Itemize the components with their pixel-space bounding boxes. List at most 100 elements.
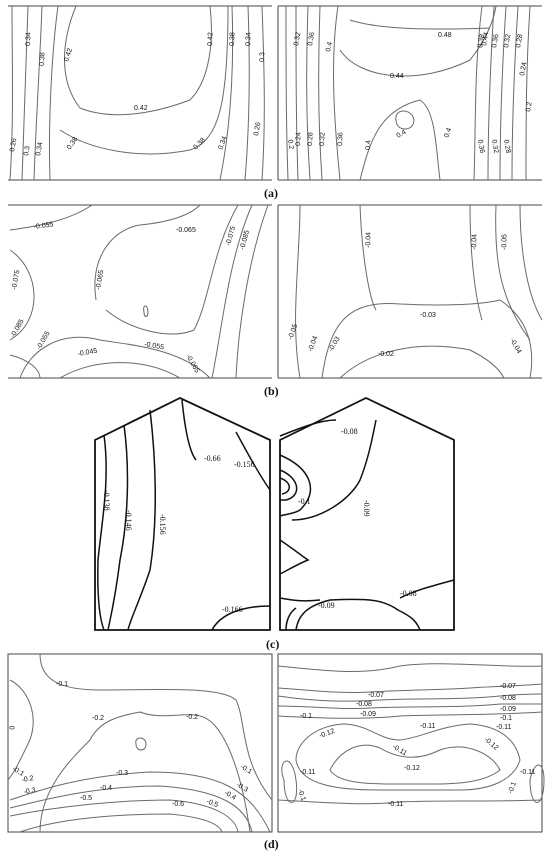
contour-label: 0.28 [307,132,314,146]
contour-label: 0.4 [325,41,334,52]
panel-b-right: -0.04 -0.04 -0.05 -0.03 -0.05 -0.04 -0.0… [277,204,543,379]
contour-label: -0.075 [11,269,21,290]
contour-label: 0.38 [477,34,486,49]
contour-label: 0.32 [293,32,302,47]
contour-label: 0.28 [515,34,524,49]
contour-label: -0.5 [205,798,219,809]
contour-label: -0.05 [287,323,299,340]
contour-label: 0.34 [35,142,44,157]
contour-label: 0.38 [39,52,46,66]
contour-label: 0.38 [229,32,236,46]
contour-label: 0.4 [396,129,408,140]
caption-b: (b) [264,384,279,398]
contour-label: -0.66 [204,454,221,463]
panel-a-right: 0.32 0.36 0.4 0.48 0.44 0.38 0.36 0.32 0… [277,5,542,181]
contour-label: -0.09 [360,711,376,718]
contour-label: -0.1 [56,681,68,688]
contour-label: -0.3 [116,770,128,777]
contour-label: -0.08 [500,695,516,702]
contour-label: -0.11 [391,744,408,758]
panel-c-right: -0.08 -0.1 -0.09 -0.09 -0.08 [279,397,455,631]
contour-label: 0.32 [319,132,326,146]
contour-label: -0.08 [400,589,417,598]
contour-label: -0.3 [23,787,36,796]
contour-label: -0.09 [318,601,335,610]
contour-label: -0.08 [356,701,372,708]
contour-label: -0.6 [172,801,184,808]
contour-label: -0.09 [362,500,371,517]
contour-label: -0.1 [500,715,512,722]
caption-a: (a) [264,186,278,200]
contour-label: 0.42 [134,105,148,112]
contour-label: 0.32 [503,34,512,49]
caption-c: (c) [266,637,279,651]
panel-b: -0.055 -0.065 -0.075 -0.085 -0.065 -0.07… [8,204,543,398]
contour-label: 0.2 [286,139,295,150]
contour-label: 0.4 [443,127,453,139]
contour-label: -0.04 [508,338,522,355]
contour-label: 0.36 [337,132,344,146]
contour-label: -0.1 [239,764,253,776]
contour-label: 0.44 [481,32,490,47]
contour-label: -0.156 [234,460,255,469]
panel-c: -0.66 -0.156 -0.138 -0.146 -0.156 -0.166… [94,397,455,651]
panel-b-left: -0.055 -0.065 -0.075 -0.085 -0.065 -0.07… [8,204,272,379]
contour-label: -0.07 [368,692,384,699]
contour-label: 0.32 [490,139,499,154]
contour-label: -0.11 [388,801,404,808]
contour-label: -0.055 [33,221,54,231]
contour-label: -0.5 [80,795,92,802]
contour-label: -0.065 [184,354,200,375]
contour-label: -0.085 [239,229,251,250]
contour-label: 0.38 [192,137,207,152]
contour-label: -0.04 [307,335,319,352]
contour-label: -0.055 [144,341,165,351]
contour-label: -0.146 [124,510,133,531]
contour-label: -0.12 [318,728,335,740]
contour-label: -0.1 [298,497,311,506]
contour-label: 0.36 [476,139,485,154]
contour-label: -0.03 [420,312,436,319]
contour-label: -0.4 [100,785,112,792]
panel-c-left: -0.66 -0.156 -0.138 -0.146 -0.156 -0.166 [94,397,271,631]
contour-label: 0.42 [207,32,214,46]
contour-label: -0.12 [404,765,420,772]
panel-d-right: -0.07 -0.07 -0.08 -0.08 -0.09 -0.09 -0.1… [277,653,545,833]
contour-label: -0.045 [77,348,98,358]
contour-label: 0.34 [245,32,252,46]
contour-label: -0.11 [496,724,512,731]
contour-label: -0.1 [507,781,518,795]
contour-label: -0.03 [328,336,342,353]
contour-label: 0.34 [25,32,32,46]
contour-label: -0.11 [420,723,436,730]
contour-label: -0.12 [483,736,500,752]
contour-label: -0.1 [296,788,307,802]
contour-label: -0.05 [501,234,509,250]
contour-label: -0.04 [471,234,479,250]
contour-label: 0.2 [525,101,534,112]
contour-label: 0.24 [295,132,302,146]
contour-label: 0.38 [66,136,80,151]
contour-label: -0.02 [378,351,394,358]
contour-label: 0.44 [390,73,404,80]
contour-label: -0.08 [341,427,358,436]
contour-label: 0.3 [259,52,266,62]
contour-label: -0.07 [500,683,516,690]
contour-label: -0.065 [95,269,105,290]
contour-label: -0.1 [300,713,312,720]
contour-label: 0 [9,725,17,730]
contour-label: 0.4 [365,140,372,150]
contour-label: 0.24 [519,62,528,77]
panel-d: -0.1 -0.2 -0.2 0 -0.1 -0.2 -0.3 -0.3 -0.… [7,653,545,851]
caption-d: (d) [264,837,279,851]
panel-a-left: 0.34 0.38 0.42 0.42 0.38 0.34 0.3 0.42 0… [8,5,272,181]
contour-label: -0.04 [365,232,373,248]
contour-label: -0.075 [225,225,237,246]
contour-label: 0.3 [23,145,32,156]
contour-label: -0.2 [21,775,34,784]
contour-label: -0.09 [500,706,516,713]
contour-label: -0.11 [300,769,316,776]
contour-label: -0.156 [158,514,167,535]
panel-d-left: -0.1 -0.2 -0.2 0 -0.1 -0.2 -0.3 -0.3 -0.… [7,653,273,833]
